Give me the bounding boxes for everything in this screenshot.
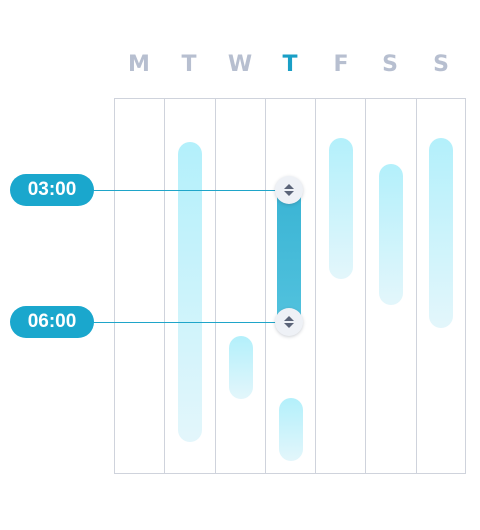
day-label-friday[interactable]: F xyxy=(333,52,349,77)
day-label-tuesday[interactable]: T xyxy=(181,52,197,77)
grid-column-divider xyxy=(215,99,216,473)
start-time-label: 03:00 xyxy=(10,174,94,206)
availability-bar-thursday-late[interactable] xyxy=(279,398,303,461)
up-down-arrows-icon xyxy=(283,183,295,197)
day-label-wednesday[interactable]: W xyxy=(227,52,253,77)
availability-bar-friday[interactable] xyxy=(329,138,353,279)
selected-time-range[interactable] xyxy=(277,190,301,322)
availability-bar-saturday[interactable] xyxy=(379,164,403,305)
availability-bar-tuesday[interactable] xyxy=(178,142,202,442)
end-drag-handle[interactable] xyxy=(275,308,303,336)
start-time-guide-line xyxy=(80,190,290,191)
day-label-sunday[interactable]: S xyxy=(433,52,449,77)
grid-column-divider xyxy=(164,99,165,473)
day-label-thursday[interactable]: T xyxy=(282,52,298,77)
up-down-arrows-icon xyxy=(283,315,295,329)
week-grid[interactable] xyxy=(114,98,466,474)
availability-bar-wednesday[interactable] xyxy=(229,336,253,399)
end-time-label: 06:00 xyxy=(10,306,94,338)
grid-column-divider xyxy=(365,99,366,473)
end-time-guide-line xyxy=(80,322,290,323)
start-drag-handle[interactable] xyxy=(275,176,303,204)
availability-bar-sunday[interactable] xyxy=(429,138,453,328)
grid-column-divider xyxy=(315,99,316,473)
grid-column-divider xyxy=(416,99,417,473)
grid-column-divider xyxy=(265,99,266,473)
day-label-monday[interactable]: M xyxy=(128,52,150,77)
day-label-saturday[interactable]: S xyxy=(382,52,398,77)
